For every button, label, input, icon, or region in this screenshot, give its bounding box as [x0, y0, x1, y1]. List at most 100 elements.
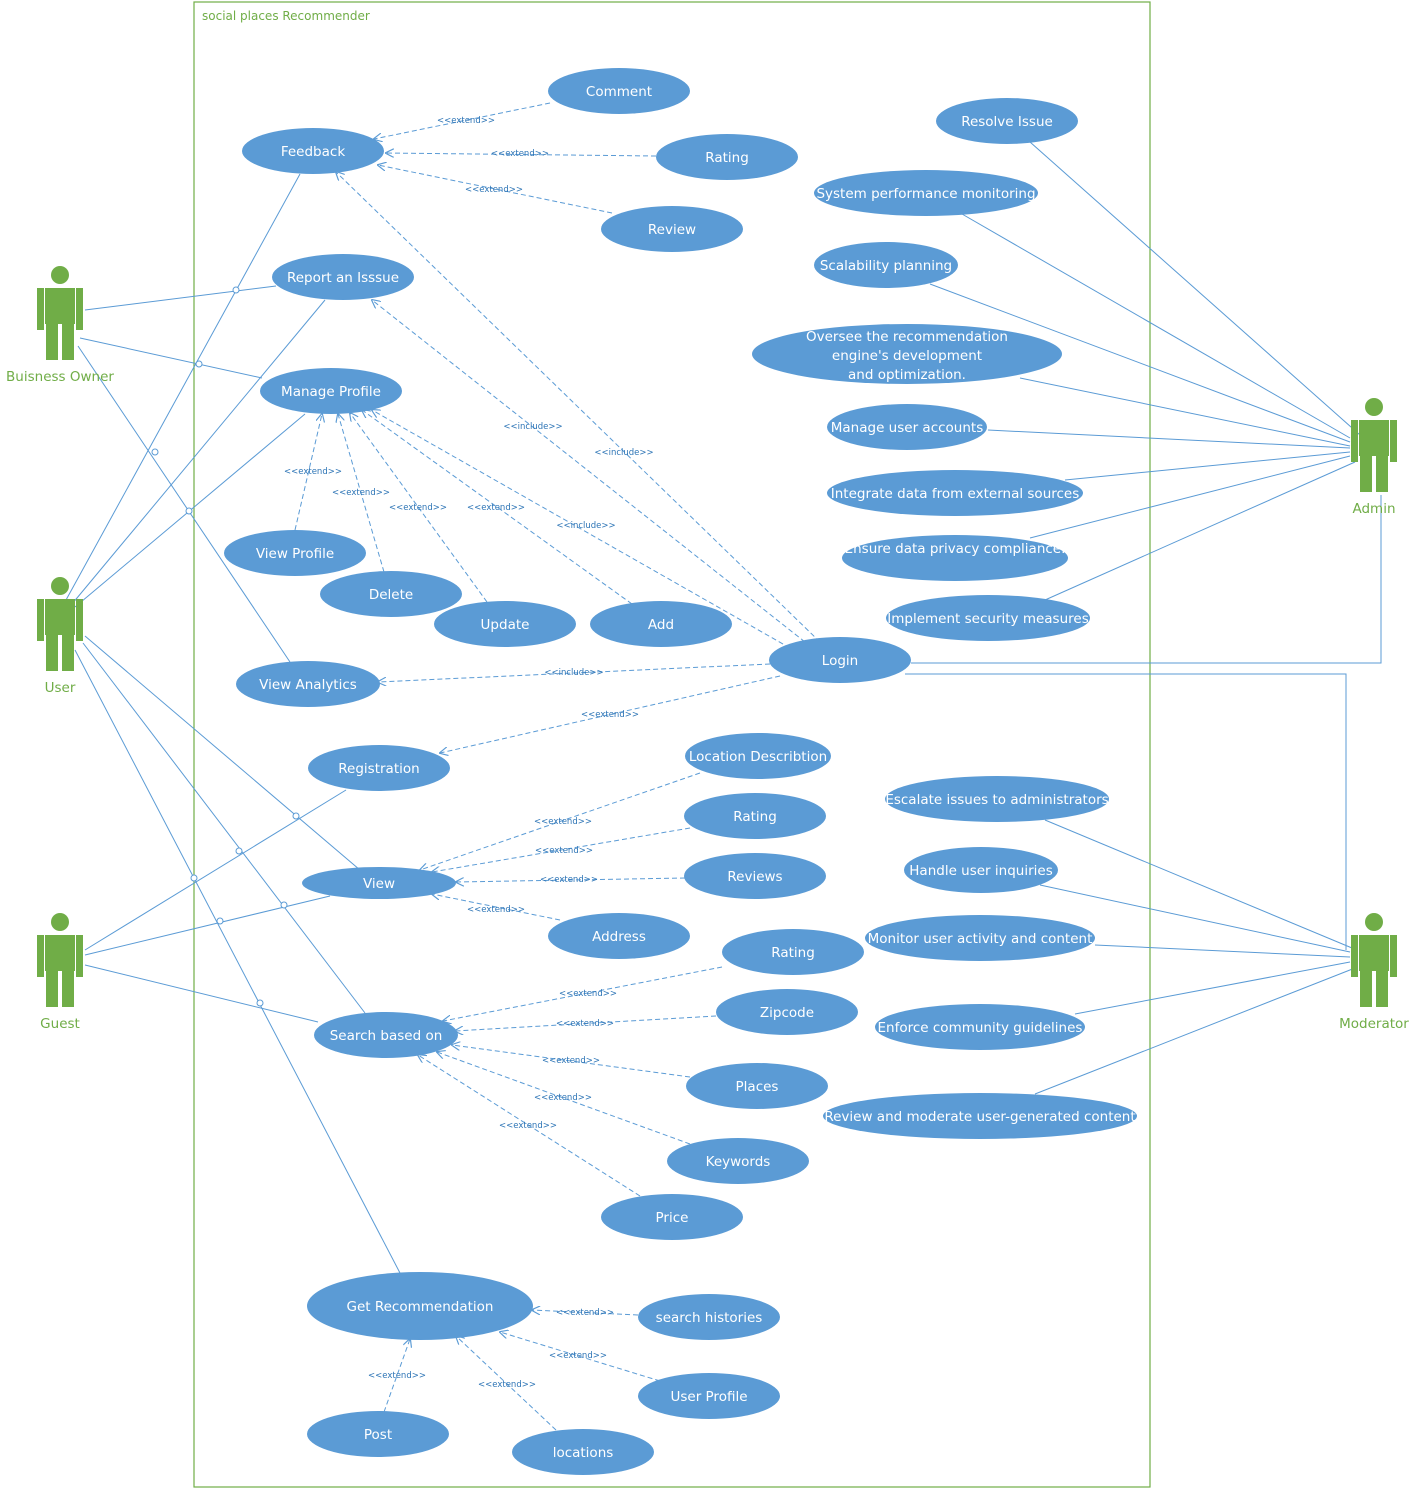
assoc-admin-security — [1044, 461, 1356, 601]
usecase-search-histories[interactable] — [638, 1294, 780, 1340]
usecase-scalability[interactable] — [814, 242, 958, 288]
usecase-price[interactable] — [601, 1194, 743, 1240]
usecase-monitor[interactable] — [865, 915, 1095, 961]
dep-rating-feedback — [386, 153, 657, 156]
usecase-oversee-label-2: engine's development — [832, 348, 982, 364]
dep-login-analytics — [378, 663, 771, 682]
label-extend: <<extend>> — [534, 817, 592, 827]
dep-histories-recommendation — [532, 1310, 639, 1316]
usecase-integrate-data[interactable] — [827, 470, 1083, 516]
usecase-search-based-on[interactable] — [314, 1012, 458, 1058]
usecase-manage-accounts[interactable] — [827, 404, 987, 450]
usecase-locations-label: locations — [553, 1445, 614, 1461]
associations — [65, 141, 1382, 1274]
assoc-admin-login — [911, 495, 1382, 664]
assoc-moderator-inquiries — [1039, 884, 1351, 953]
usecase-user-profile[interactable] — [638, 1373, 780, 1419]
usecase-moderate[interactable] — [823, 1093, 1137, 1139]
label-include: <<include>> — [594, 448, 653, 458]
usecase-places-label: Places — [736, 1079, 779, 1095]
usecase-price-label: Price — [656, 1210, 689, 1226]
usecase-resolve-issue-label: Resolve Issue — [961, 114, 1053, 130]
usecase-registration[interactable] — [308, 745, 450, 791]
label-extend: <<extend>> — [467, 905, 525, 915]
usecase-comment[interactable] — [548, 68, 690, 114]
usecase-manage-accounts-label: Manage user accounts — [831, 420, 983, 436]
label-include: <<include>> — [544, 668, 603, 678]
usecase-monitor-label: Monitor user activity and content — [868, 931, 1093, 947]
actor-moderator[interactable]: Moderator — [1339, 913, 1409, 1032]
actor-guest[interactable]: Guest — [37, 913, 83, 1032]
usecase-scalability-label: Scalability planning — [820, 258, 952, 274]
usecase-rating-search-label: Rating — [771, 945, 815, 961]
usecase-keywords[interactable] — [667, 1138, 809, 1184]
assoc-owner-manage-profile — [79, 337, 263, 379]
label-include: <<include>> — [556, 521, 615, 531]
usecase-guidelines[interactable] — [875, 1004, 1085, 1050]
dep-rating-view — [432, 827, 691, 872]
assoc-moderator-escalate — [1044, 819, 1353, 949]
usecase-post[interactable] — [307, 1411, 449, 1457]
usecase-update[interactable] — [434, 601, 576, 647]
usecase-places[interactable] — [686, 1063, 828, 1109]
usecase-login[interactable] — [769, 637, 911, 683]
assoc-moderator-monitor — [1094, 944, 1351, 958]
dep-viewprofile-manage — [294, 414, 322, 531]
system-title: social places Recommender — [202, 9, 370, 23]
actor-business-owner[interactable]: Buisness Owner — [6, 266, 114, 385]
dep-post-recommendation — [383, 1339, 410, 1413]
usecase-manage-profile[interactable] — [260, 368, 402, 414]
label-extend: <<extend>> — [549, 1351, 607, 1361]
label-extend: <<extend>> — [465, 185, 523, 195]
usecase-rating-search[interactable] — [722, 929, 864, 975]
usecase-view-profile[interactable] — [224, 530, 366, 576]
dep-login-report — [372, 300, 806, 643]
label-extend: <<extend>> — [467, 503, 525, 513]
usecase-get-recommendation[interactable] — [307, 1272, 533, 1340]
usecase-user-profile-label: User Profile — [670, 1389, 747, 1405]
usecase-report-issue[interactable] — [272, 254, 414, 300]
hop — [195, 360, 203, 368]
usecase-view[interactable] — [302, 867, 456, 899]
usecase-system-performance[interactable] — [814, 170, 1038, 216]
usecase-rating-feedback[interactable] — [656, 134, 798, 180]
usecase-delete[interactable] — [320, 571, 462, 617]
usecase-zipcode[interactable] — [716, 989, 858, 1035]
usecase-review-label: Review — [648, 222, 696, 238]
actor-admin[interactable]: Admin — [1351, 398, 1397, 517]
usecase-data-privacy[interactable] — [842, 535, 1068, 581]
usecase-oversee[interactable] — [752, 324, 1062, 384]
assoc-admin-accounts — [987, 429, 1351, 449]
usecase-security[interactable] — [886, 595, 1090, 641]
usecase-escalate[interactable] — [885, 776, 1109, 822]
usecase-data-privacy-label: Ensure data privacy compliance. — [845, 541, 1066, 557]
assoc-admin-scalability — [929, 283, 1351, 443]
usecase-address[interactable] — [548, 913, 690, 959]
stick-figure-icon — [1351, 913, 1397, 1007]
usecase-inquiries[interactable] — [904, 847, 1058, 893]
usecase-address-label: Address — [592, 929, 646, 945]
assoc-admin-oversee — [1019, 377, 1351, 447]
usecase-location-description[interactable] — [685, 733, 831, 779]
stick-figure-icon — [1351, 398, 1397, 492]
usecase-rating-view[interactable] — [684, 793, 826, 839]
usecase-review[interactable] — [601, 206, 743, 252]
dep-keywords-search — [437, 1052, 691, 1145]
dep-locations-recommendation — [456, 1336, 557, 1431]
label-extend: <<extend>> — [542, 1056, 600, 1066]
dep-delete-manage — [338, 414, 385, 573]
hop — [256, 999, 264, 1007]
usecase-reviews[interactable] — [684, 853, 826, 899]
usecase-locations[interactable] — [512, 1429, 654, 1475]
system-boundary — [193, 1, 1151, 1488]
usecase-delete-label: Delete — [369, 587, 413, 603]
label-extend: <<extend>> — [368, 1371, 426, 1381]
usecase-add[interactable] — [590, 601, 732, 647]
usecase-view-analytics[interactable] — [236, 661, 380, 707]
actor-user[interactable]: User — [37, 577, 83, 696]
usecase-feedback[interactable] — [242, 128, 384, 174]
usecase-resolve-issue[interactable] — [936, 98, 1078, 144]
assoc-guest-view — [84, 895, 331, 956]
label-extend: <<extend>> — [559, 989, 617, 999]
